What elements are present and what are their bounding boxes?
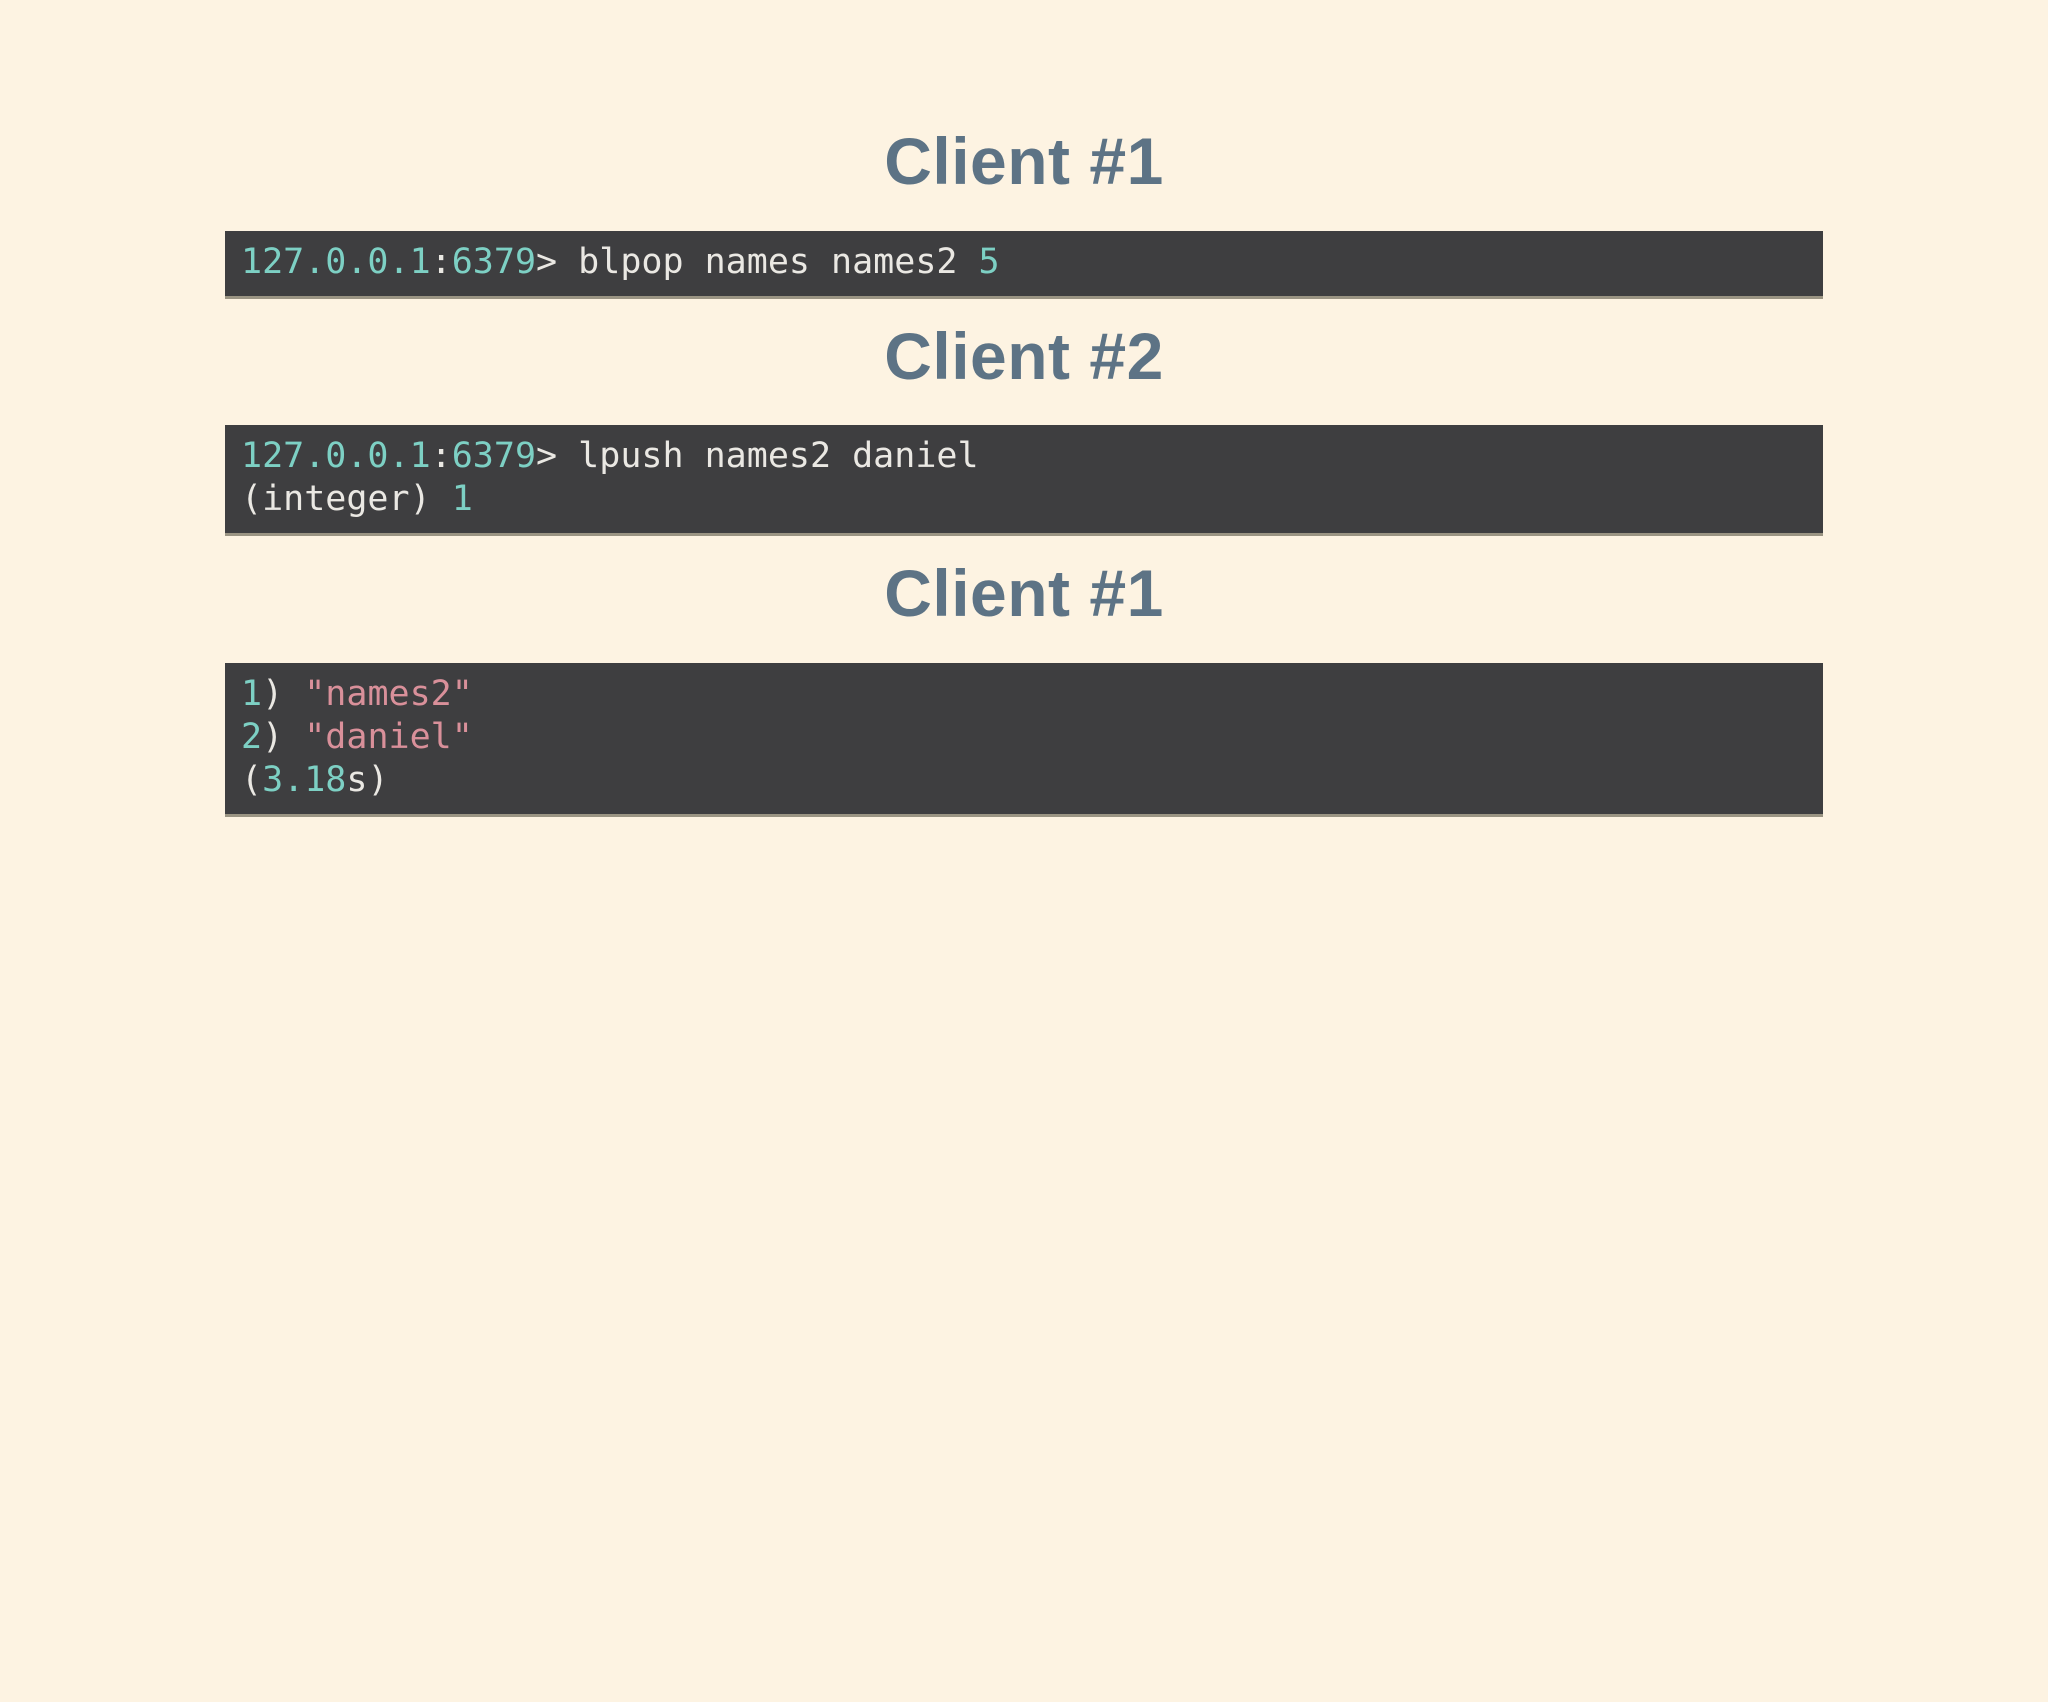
terminal-line: 127.0.0.1:6379> lpush names2 daniel bbox=[241, 435, 1807, 478]
terminal-text-segment: 6379 bbox=[451, 241, 537, 282]
client-heading: Client #2 bbox=[884, 318, 1164, 393]
client-section: Client #1 1) "names2"2) "daniel"(3.18s) bbox=[225, 552, 1823, 817]
terminal-text-segment: "names2" bbox=[304, 673, 473, 714]
client-section: Client #1 127.0.0.1:6379> blpop names na… bbox=[225, 120, 1823, 299]
client-section: Client #2 127.0.0.1:6379> lpush names2 d… bbox=[225, 315, 1823, 536]
terminal-text-segment: 3.18 bbox=[262, 759, 347, 800]
terminal-text-segment: ) bbox=[262, 716, 305, 757]
terminal-text-segment: ) bbox=[262, 673, 305, 714]
terminal-text-segment: 1 bbox=[451, 479, 473, 519]
redis-terminal-screenshot: 127.0.0.1:6379> lpush names2 daniel(inte… bbox=[225, 425, 1823, 536]
terminal-text-segment: s) bbox=[346, 759, 389, 800]
client-sections: Client #1 127.0.0.1:6379> blpop names na… bbox=[225, 120, 1823, 817]
terminal-line: 1) "names2" bbox=[241, 673, 1807, 716]
client-heading: Client #1 bbox=[884, 556, 1164, 630]
terminal-text-segment: > lpush names2 daniel bbox=[536, 436, 979, 476]
terminal-text-segment: 127.0.0.1 bbox=[241, 436, 431, 476]
terminal-text-segment: 5 bbox=[978, 241, 1000, 282]
terminal-line: (integer) 1 bbox=[241, 478, 1807, 521]
terminal-line: (3.18s) bbox=[241, 759, 1807, 802]
client-heading: Client #1 bbox=[884, 124, 1164, 198]
terminal-text-segment: 127.0.0.1 bbox=[241, 241, 431, 282]
terminal-text-segment: : bbox=[430, 241, 452, 282]
redis-terminal-screenshot: 127.0.0.1:6379> blpop names names2 5 bbox=[225, 230, 1823, 299]
page-content: Client #1 127.0.0.1:6379> blpop names na… bbox=[225, 120, 1823, 817]
redis-terminal-screenshot: 1) "names2"2) "daniel"(3.18s) bbox=[225, 662, 1823, 817]
terminal-text-segment: 1 bbox=[241, 673, 263, 714]
terminal-text-segment: 6379 bbox=[451, 436, 537, 476]
terminal-text-segment: ( bbox=[241, 759, 263, 800]
terminal-line: 2) "daniel" bbox=[241, 716, 1807, 759]
terminal-text-segment: > blpop names names2 bbox=[536, 241, 979, 282]
terminal-text-segment: : bbox=[430, 436, 452, 476]
terminal-text-segment: "daniel" bbox=[304, 716, 473, 757]
terminal-text-segment: (integer) bbox=[241, 479, 452, 519]
terminal-text-segment: 2 bbox=[241, 716, 263, 757]
terminal-line: 127.0.0.1:6379> blpop names names2 5 bbox=[241, 241, 1807, 284]
